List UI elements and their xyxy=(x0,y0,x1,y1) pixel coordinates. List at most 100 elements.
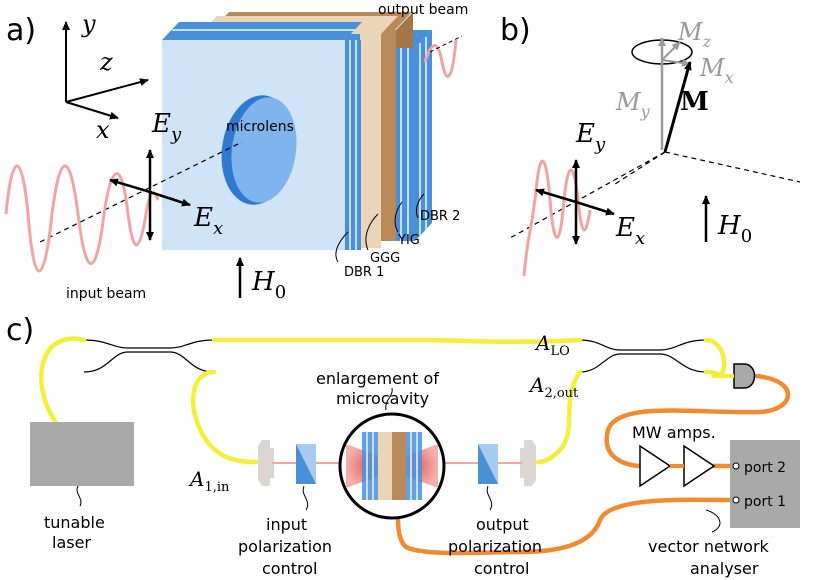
b-wave xyxy=(522,159,592,277)
rf-detector-to-amps xyxy=(604,373,791,469)
input-collimator xyxy=(258,440,274,486)
input-beam-label: input beam xyxy=(66,286,146,302)
output-collimator xyxy=(520,440,536,486)
output-pol-label-2: polarization xyxy=(448,537,542,556)
output-beam-label: output beam xyxy=(378,2,468,18)
z-axis-label: z xyxy=(99,48,113,76)
vna-label-2: analyser xyxy=(690,559,759,578)
vna-box xyxy=(730,440,800,528)
b-ex-arrow-left xyxy=(535,188,577,204)
tunable-laser-box xyxy=(30,422,134,486)
y-axis-label: y xyxy=(81,10,96,38)
ggg-pointer xyxy=(365,213,379,251)
enlargement-pointer xyxy=(385,387,393,411)
dbr2-pointer xyxy=(415,193,425,219)
yig-front xyxy=(380,30,396,241)
b-ex-label: Ex xyxy=(615,213,645,249)
input-pol-label-1: input xyxy=(266,515,307,534)
microcavity-block: microlens xyxy=(162,12,432,250)
panel-b-label: b) xyxy=(500,13,531,48)
mw-amp-2 xyxy=(683,444,716,488)
tunable-laser-label-1: tunable xyxy=(44,513,105,532)
a-2out-label: A2,out xyxy=(528,373,579,401)
port2-connector xyxy=(732,462,740,470)
dbr2-front xyxy=(396,48,415,241)
input-pol-label-2: polarization xyxy=(238,537,332,556)
dbr1-label: DBR 1 xyxy=(344,265,384,280)
b-axis-dashed-1 xyxy=(509,151,666,239)
fiber-couplers xyxy=(83,339,707,373)
input-polarizer-shade xyxy=(296,444,316,484)
z-axis-arrow xyxy=(65,78,149,103)
dbr1-pointer xyxy=(335,231,349,263)
enlargement-label-2: microcavity xyxy=(336,389,429,408)
h0-label-a: H0 xyxy=(251,267,286,303)
output-pol-label-3: control xyxy=(474,559,529,578)
output-beam-wave xyxy=(423,39,458,78)
mw-amp-1 xyxy=(639,444,672,488)
fiber-input-path xyxy=(191,369,259,465)
cavity-dbr2 xyxy=(406,432,422,500)
m-arrow xyxy=(663,61,692,153)
output-beam-axis xyxy=(429,35,463,53)
output-polarizer-shade xyxy=(478,444,498,484)
laser-pointer xyxy=(76,485,82,507)
ex-label-a: Ex xyxy=(193,203,223,239)
b-ey-label: Ey xyxy=(575,119,606,155)
orange-rf-cables xyxy=(395,373,791,556)
input-optics: input polarization control xyxy=(238,440,350,578)
port1-connector xyxy=(732,496,740,504)
rf-port1-loop xyxy=(395,497,733,556)
panel-a-label: a) xyxy=(6,13,36,48)
ex-arrow-left xyxy=(109,178,151,194)
yig-side xyxy=(396,12,413,48)
b-axis-dashed-2 xyxy=(664,151,801,183)
my-label: My xyxy=(615,88,651,121)
panel-c: c) tunable laser xyxy=(6,313,800,578)
a-1in-label: A1,in xyxy=(188,467,230,495)
dbr1-side xyxy=(345,40,361,250)
input-pol-label-3: control xyxy=(262,559,317,578)
yig-label: YIG xyxy=(397,233,420,248)
b-axis-dashed-3 xyxy=(611,151,666,187)
panel-b: b) Mz Mx My M Ey Ex H0 xyxy=(500,13,801,277)
yellow-fibers xyxy=(39,336,727,465)
input-beam-wave xyxy=(4,164,160,273)
microlens-label: microlens xyxy=(226,119,294,135)
input-beam-axis xyxy=(39,141,243,243)
ggg-label: GGG xyxy=(370,251,400,266)
vna-pointer xyxy=(705,509,721,533)
x-axis-arrow xyxy=(65,101,119,120)
microcavity-enlargement: enlargement of microcavity xyxy=(316,369,446,520)
port2-label: port 2 xyxy=(744,460,786,476)
cavity-yig xyxy=(392,432,406,500)
x-axis-label: x xyxy=(96,116,110,144)
ex-arrow-right xyxy=(149,190,191,207)
ggg-front xyxy=(360,34,381,248)
input-pol-pointer xyxy=(302,485,309,511)
b-h0-label: H0 xyxy=(717,211,752,247)
dbr2-label: DBR 2 xyxy=(420,209,460,224)
cavity-ggg xyxy=(378,432,392,500)
port1-label: port 1 xyxy=(744,494,786,510)
output-optics: output polarization control xyxy=(436,440,542,578)
fiber-output-path xyxy=(535,369,583,465)
tunable-laser-label-2: laser xyxy=(52,533,91,552)
coordinate-axes: y z x xyxy=(62,10,149,144)
output-pol-label-1: output xyxy=(476,515,529,534)
microlens xyxy=(231,97,297,203)
mw-amplifiers: MW amps. xyxy=(632,423,716,488)
mz-label: Mz xyxy=(677,18,712,51)
panel-c-label: c) xyxy=(6,313,34,348)
yig-pointer xyxy=(394,201,403,233)
ey-label-a: Ey xyxy=(151,109,182,145)
mx-label: Mx xyxy=(699,54,734,87)
mw-amps-label: MW amps. xyxy=(632,423,716,442)
vna-label-1: vector network xyxy=(648,537,770,556)
a-lo-label: ALO xyxy=(534,331,570,359)
mz-arrow xyxy=(661,41,681,61)
enlargement-label-1: enlargement of xyxy=(316,369,439,388)
panel-a: a) y z x xyxy=(4,2,468,303)
m-label: M xyxy=(680,87,709,117)
